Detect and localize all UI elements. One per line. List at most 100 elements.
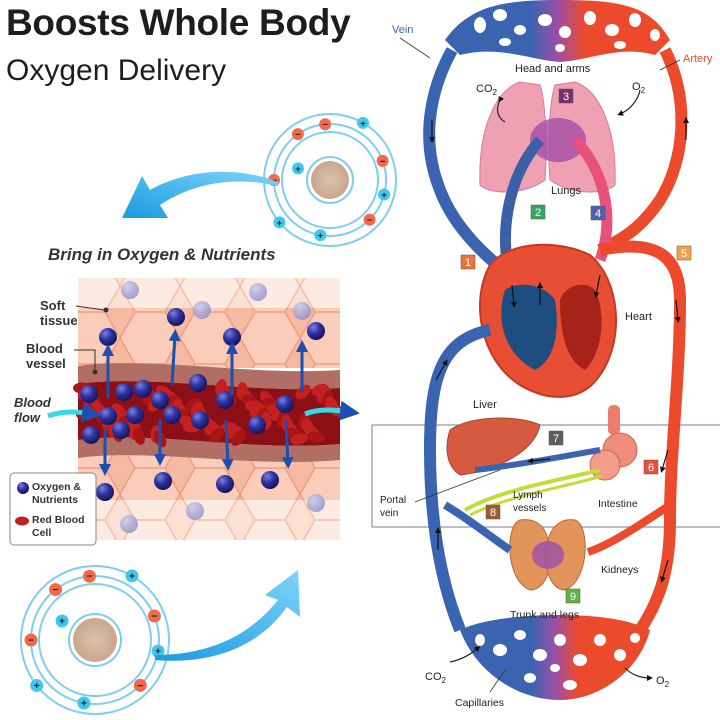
oxygen-particle: [186, 502, 204, 520]
oxygen-particle: [115, 383, 133, 401]
nucleus: [311, 161, 349, 199]
svg-text:−: −: [295, 130, 301, 141]
lymph-vessels: [464, 468, 601, 512]
label-tissue: tissue: [40, 313, 78, 328]
label-trunk-and-legs: Trunk and legs: [510, 609, 579, 621]
label-liver: Liver: [473, 399, 497, 411]
proton-icon: +: [151, 644, 165, 658]
arrow-up-right-icon: [155, 570, 300, 661]
svg-text:+: +: [129, 571, 135, 582]
oxygen-particle: [293, 302, 311, 320]
red-blood-cell: [307, 431, 325, 443]
svg-text:−: −: [137, 681, 143, 692]
svg-text:+: +: [59, 617, 65, 628]
svg-text:5: 5: [681, 248, 687, 260]
nucleus: [73, 618, 117, 662]
electron-icon: −: [24, 633, 38, 647]
step-marker-8: 8: [485, 504, 501, 520]
vein-ascending: [423, 324, 492, 633]
svg-text:9: 9: [570, 591, 576, 603]
svg-text:−: −: [86, 572, 92, 583]
red-blood-cell: [231, 430, 245, 446]
label-capillaries: Capillaries: [455, 697, 504, 709]
electron-icon: −: [319, 118, 332, 131]
red-blood-cell: [133, 427, 145, 445]
oxygen-particle: [154, 472, 172, 490]
label-vessel: vessel: [26, 356, 66, 371]
svg-text:7: 7: [553, 433, 559, 445]
svg-text:+: +: [317, 231, 323, 242]
page-subtitle: Oxygen Delivery: [6, 54, 227, 87]
blood-flow-arrow-out: [304, 400, 360, 421]
step-marker-3: 3: [558, 88, 574, 104]
kidneys: [509, 519, 586, 591]
heart: [479, 243, 617, 398]
label-blood-flow-2: flow: [14, 410, 41, 425]
svg-text:−: −: [53, 585, 59, 596]
svg-text:−: −: [322, 120, 328, 131]
oxygen-particle: [307, 494, 325, 512]
oxygen-particles: [80, 281, 325, 533]
oxygen-particle: [80, 385, 98, 403]
label-co2-bottom: CO2: [425, 671, 447, 685]
label-lymph-2: vessels: [513, 503, 546, 514]
oxygen-particle: [120, 515, 138, 533]
svg-text:1: 1: [465, 257, 471, 269]
svg-text:3: 3: [563, 91, 569, 103]
proton-icon: +: [357, 116, 369, 129]
label-blood-flow-1: Blood: [14, 395, 52, 410]
electron-icon: −: [376, 154, 389, 167]
oxygen-particle: [121, 281, 139, 299]
label-portal-1: Portal: [380, 495, 406, 506]
label-intestine: Intestine: [598, 498, 638, 510]
oxygen-particle: [82, 426, 100, 444]
svg-text:+: +: [295, 164, 301, 175]
oxygen-particle: [189, 374, 207, 392]
electron-icon: −: [363, 213, 376, 226]
step-marker-2: 2: [530, 204, 546, 220]
red-blood-cell: [209, 427, 225, 443]
legend: Oxygen & Nutrients Red Blood Cell: [9, 472, 97, 546]
label-artery: Artery: [683, 53, 713, 65]
atom-bottom: [20, 565, 170, 715]
label-o2-bottom: O2: [656, 675, 670, 689]
svg-text:+: +: [81, 699, 87, 710]
legend-rbc-1: Red Blood: [32, 514, 85, 526]
oxygen-particle: [167, 308, 185, 326]
artery-descending: [598, 240, 687, 634]
svg-text:−: −: [380, 156, 386, 167]
oxygen-particle: [248, 416, 266, 434]
step-marker-5: 5: [676, 245, 692, 261]
oxygen-particle: [134, 380, 152, 398]
legend-rbc-icon: [15, 516, 29, 526]
oxygen-particle: [163, 406, 181, 424]
electron-icon: −: [133, 678, 147, 692]
proton-icon: +: [378, 188, 391, 201]
electron-icon: −: [147, 609, 161, 623]
legend-oxygen-2: Nutrients: [32, 494, 78, 506]
legend-oxygen-1: Oxygen &: [32, 481, 81, 493]
svg-text:−: −: [151, 612, 157, 623]
proton-icon: +: [55, 614, 69, 628]
label-head-and-arms: Head and arms: [515, 63, 591, 75]
oxygen-particle: [216, 391, 234, 409]
oxygen-particle: [223, 328, 241, 346]
label-co2-top: CO2: [476, 83, 498, 97]
label-lungs: Lungs: [551, 185, 581, 197]
label-blood: Blood: [26, 341, 63, 356]
legend-oxygen-icon: [17, 482, 29, 494]
oxygen-particle: [307, 322, 325, 340]
vein-outer: [423, 47, 514, 280]
oxygen-particle: [191, 411, 209, 429]
diffusion-arrow: [221, 419, 234, 471]
red-blood-cell: [290, 433, 308, 445]
step-marker-4: 4: [590, 205, 606, 221]
electron-icon: −: [82, 569, 96, 583]
oxygen-particle: [112, 421, 130, 439]
label-heart: Heart: [625, 311, 652, 323]
liver: [446, 417, 541, 476]
label-o2-top: O2: [632, 81, 646, 95]
proton-icon: +: [125, 569, 139, 583]
oxygen-particle: [99, 328, 117, 346]
lungs: [479, 81, 616, 193]
